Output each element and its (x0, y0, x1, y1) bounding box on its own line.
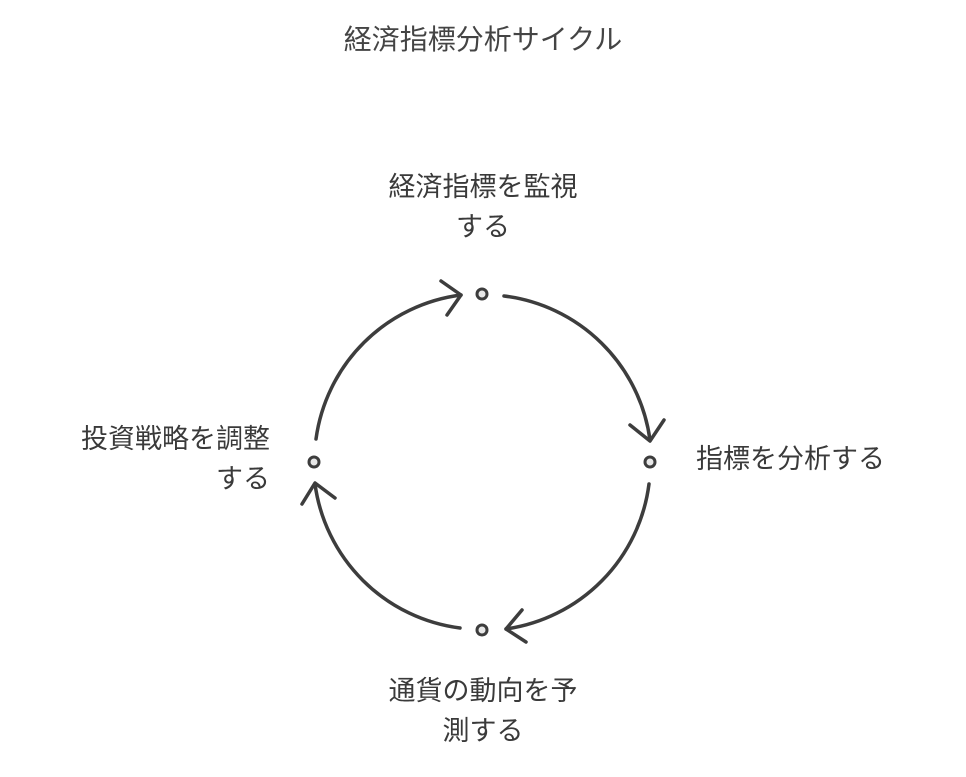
label-line: 経済指標を監視 (388, 172, 578, 203)
label-line: 測する (442, 716, 524, 747)
node-dot (307, 455, 321, 469)
label-line: 指標を分析する (696, 444, 885, 475)
node-dot (475, 287, 489, 301)
node-dot (475, 623, 489, 637)
node-label-analyze: 指標を分析する (696, 440, 946, 480)
node-label-forecast: 通貨の動向を予 測する (333, 672, 633, 752)
arrowhead-icon (439, 279, 463, 317)
diagram-title: 経済指標分析サイクル (343, 23, 623, 56)
arrowhead-icon (504, 608, 528, 644)
node-label-monitor: 経済指標を監視 する (333, 168, 633, 248)
arrow-monitor-to-analyze (502, 294, 652, 442)
arrowhead-icon (628, 418, 666, 443)
label-line: 投資戦略を調整 (81, 424, 270, 455)
arrowhead-icon (300, 481, 337, 506)
arrow-adjust-to-monitor (314, 293, 463, 441)
node-dot (643, 455, 657, 469)
label-line: 通貨の動向を予 (388, 676, 578, 707)
arrow-forecast-to-adjust (313, 482, 462, 630)
label-line: する (456, 212, 510, 243)
label-line: する (216, 464, 270, 495)
node-label-adjust: 投資戦略を調整 する (0, 420, 270, 500)
arrow-analyze-to-forecast (504, 482, 651, 631)
